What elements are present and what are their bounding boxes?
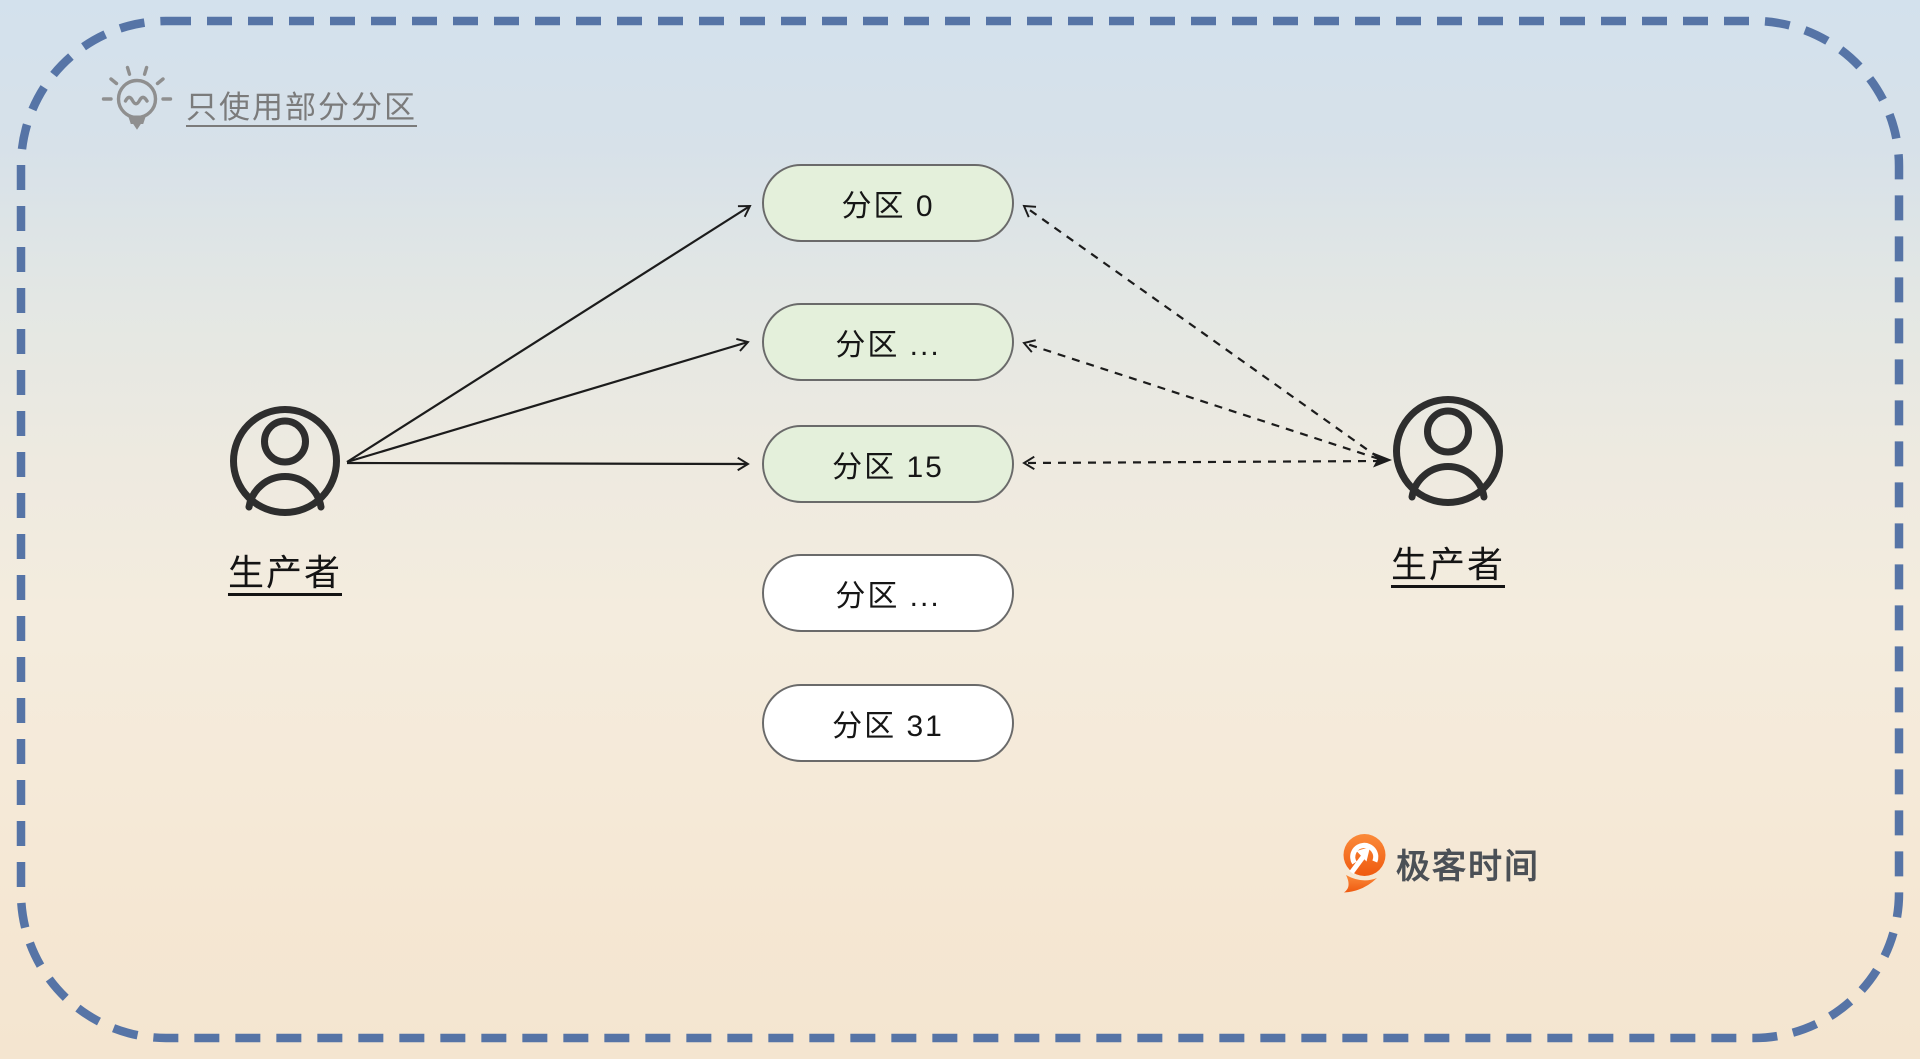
geektime-logo-icon <box>1343 834 1386 893</box>
partition-31: 分区 31 <box>762 684 1014 762</box>
producer-left-label: 生产者 <box>227 552 342 593</box>
producer-right-label: 生产者 <box>1390 544 1505 585</box>
geektime-logo-text: 极客时间 <box>1396 848 1540 886</box>
solid-arrows <box>346 205 752 472</box>
dashed-arrows-producer-arrowhead <box>1373 452 1392 468</box>
page-title: 只使用部分分区 <box>186 90 417 125</box>
partition-15: 分区 15 <box>762 425 1014 503</box>
lightbulb-icon <box>101 65 173 130</box>
partition-ellipsis-unused: 分区 ... <box>762 554 1014 632</box>
producer-right-icon <box>1393 396 1503 506</box>
dashed-arrows <box>1022 204 1382 471</box>
dashed-border <box>16 16 1904 1043</box>
partition-ellipsis-used: 分区 ... <box>762 303 1014 381</box>
partition-0: 分区 0 <box>762 164 1014 242</box>
producer-left-icon <box>230 406 340 516</box>
